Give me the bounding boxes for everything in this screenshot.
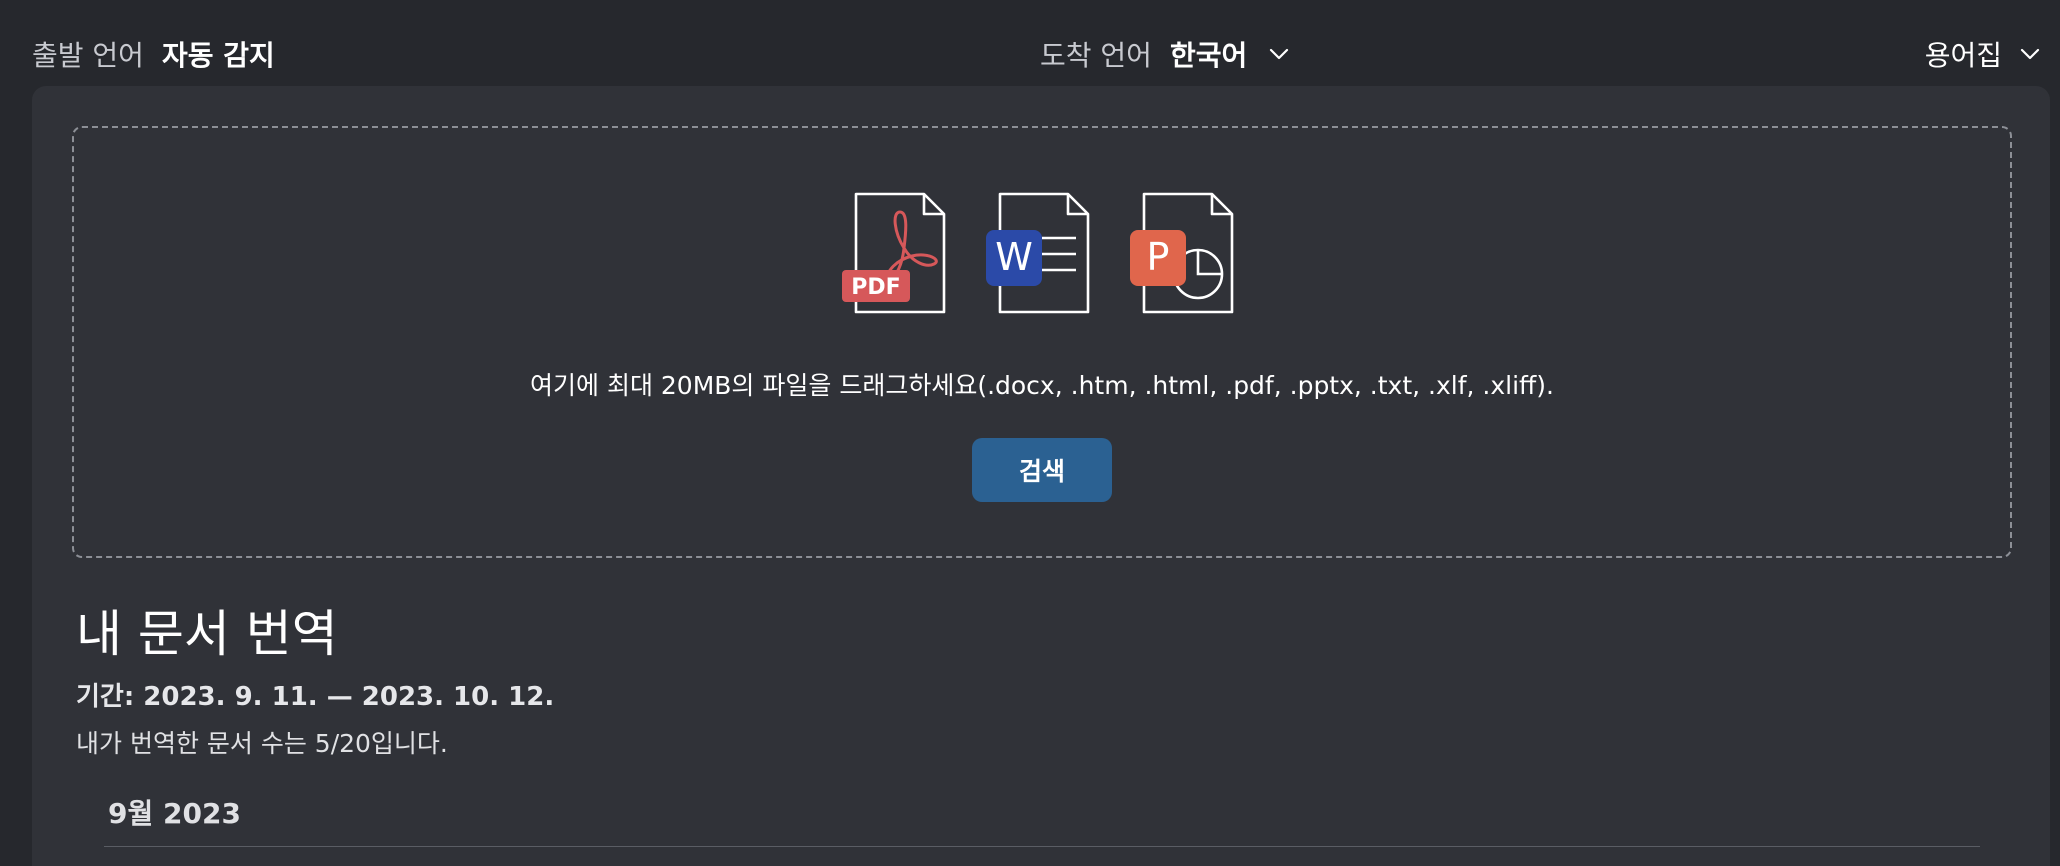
pdf-file-icon: PDF [842,192,946,314]
drop-instructions: 여기에 최대 20MB의 파일을 드래그하세요(.docx, .htm, .ht… [530,371,1554,400]
chevron-down-icon [2020,48,2040,60]
powerpoint-file-icon: P [1130,192,1234,314]
glossary-menu[interactable]: 용어집 [1925,34,2040,74]
source-language-selector[interactable]: 출발 언어 자동 감지 [32,34,275,74]
month-group-header: 9월 2023 [108,797,241,830]
my-documents-title: 내 문서 번역 [76,605,338,663]
document-count: 내가 번역한 문서 수는 5/20입니다. [76,729,448,758]
target-language-label: 도착 언어 [1040,39,1152,72]
glossary-label: 용어집 [1924,39,2002,72]
pdf-badge [842,270,910,302]
usage-period: 기간: 2023. 9. 11. — 2023. 10. 12. [76,682,555,712]
word-badge-text: W [995,235,1033,279]
file-drop-zone[interactable] [72,126,2012,558]
browse-button[interactable]: 검색 [972,438,1112,502]
word-file-icon: W [986,192,1090,314]
source-language-value[interactable]: 자동 감지 [161,39,275,72]
word-badge [986,230,1042,286]
divider [104,846,1980,847]
target-language-selector[interactable]: 도착 언어 한국어 [1040,34,1289,74]
powerpoint-badge [1130,230,1186,286]
top-bar: 출발 언어 자동 감지 도착 언어 한국어 용어집 [0,0,2060,88]
powerpoint-badge-text: P [1147,235,1170,279]
chevron-down-icon[interactable] [1269,48,1289,60]
pdf-badge-text: PDF [851,275,900,300]
source-language-label: 출발 언어 [32,39,144,72]
target-language-value[interactable]: 한국어 [1169,39,1248,72]
supported-file-icons: PDF W P [842,192,1238,316]
